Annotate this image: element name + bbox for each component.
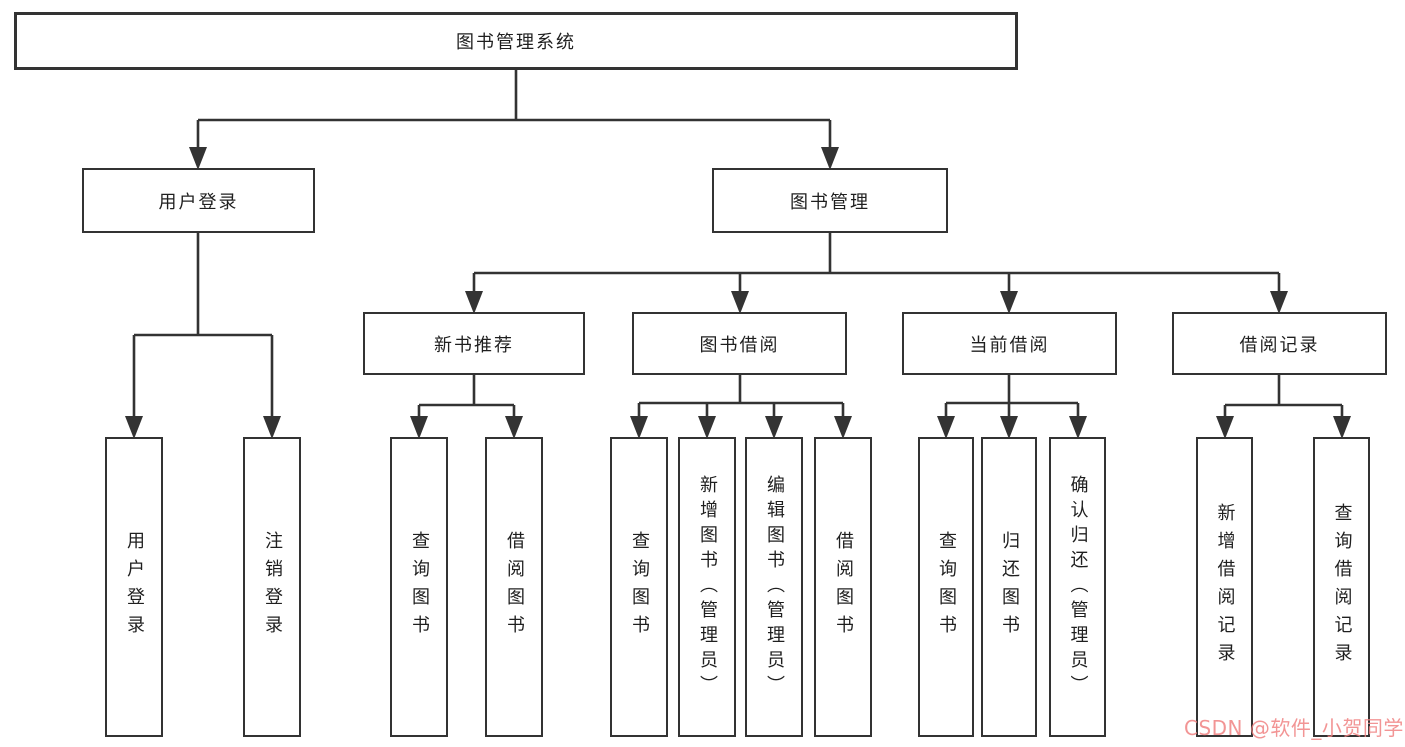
node-label: 借阅图书 [833,531,854,643]
node-label: 图书管理系统 [456,32,576,53]
node-borrowing-records: 借阅记录 [1172,312,1387,375]
arrowhead-icon [1000,416,1018,439]
leaf-confirm-return-admin: 确认归还（管理员） [1049,437,1106,737]
arrowhead-icon [1333,416,1351,439]
node-label: 归还图书 [999,531,1020,643]
leaf-borrow-books-recommend: 借阅图书 [485,437,543,737]
leaf-query-borrow-record: 查询借阅记录 [1313,437,1370,737]
node-label: 借阅图书 [504,531,525,643]
node-label: 注销登录 [262,531,283,643]
arrowhead-icon [630,416,648,439]
node-label: 查询图书 [936,531,957,643]
leaf-query-books-borrow: 查询图书 [610,437,668,737]
arrowhead-icon [125,416,143,439]
arrowhead-icon [505,416,523,439]
node-label: 图书管理 [790,191,870,213]
csdn-watermark: CSDN @软件_小贺同学 [1184,716,1404,740]
arrowhead-icon [189,147,207,170]
leaf-edit-books-admin: 编辑图书（管理员） [745,437,803,737]
arrowhead-icon [731,291,749,314]
leaf-add-borrow-record: 新增借阅记录 [1196,437,1253,737]
leaf-add-books-admin: 新增图书（管理员） [678,437,736,737]
connector-path [132,70,1344,419]
node-label: 当前借阅 [969,334,1050,356]
node-label: 编辑图书（管理员） [764,474,785,700]
arrowhead-icon [1270,291,1288,314]
node-label: 用户登录 [158,191,239,213]
arrowhead-icon [1216,416,1234,439]
node-label: 新增借阅记录 [1214,503,1236,671]
node-label: 新书推荐 [434,334,514,356]
leaf-return-books: 归还图书 [981,437,1037,737]
leaf-query-books-recommend: 查询图书 [390,437,448,737]
leaf-user-login: 用户登录 [105,437,163,737]
arrowhead-icon [937,416,955,439]
node-label: 图书借阅 [699,334,780,356]
node-root-system: 图书管理系统 [14,12,1018,70]
node-book-management: 图书管理 [712,168,948,233]
arrowhead-icon [1069,416,1087,439]
arrowhead-icon [765,416,783,439]
node-user-login: 用户登录 [82,168,315,233]
node-label: 新增图书（管理员） [697,474,718,700]
node-label: 查询借阅记录 [1331,503,1353,671]
node-label: 用户登录 [124,531,145,643]
arrowheads [125,147,1351,439]
node-label: 查询图书 [409,531,430,643]
arrowhead-icon [1000,291,1018,314]
leaf-borrow-books: 借阅图书 [814,437,872,737]
arrowhead-icon [263,416,281,439]
arrowhead-icon [410,416,428,439]
node-label: 查询图书 [629,531,650,643]
leaf-query-books-current: 查询图书 [918,437,974,737]
arrowhead-icon [821,147,839,170]
leaf-logout: 注销登录 [243,437,301,737]
arrowhead-icon [698,416,716,439]
node-label: 借阅记录 [1239,334,1320,356]
arrowhead-icon [465,291,483,314]
arrowhead-icon [834,416,852,439]
node-current-borrowing: 当前借阅 [902,312,1117,375]
node-book-borrowing: 图书借阅 [632,312,847,375]
node-label: 确认归还（管理员） [1067,474,1089,700]
node-new-book-recommend: 新书推荐 [363,312,585,375]
